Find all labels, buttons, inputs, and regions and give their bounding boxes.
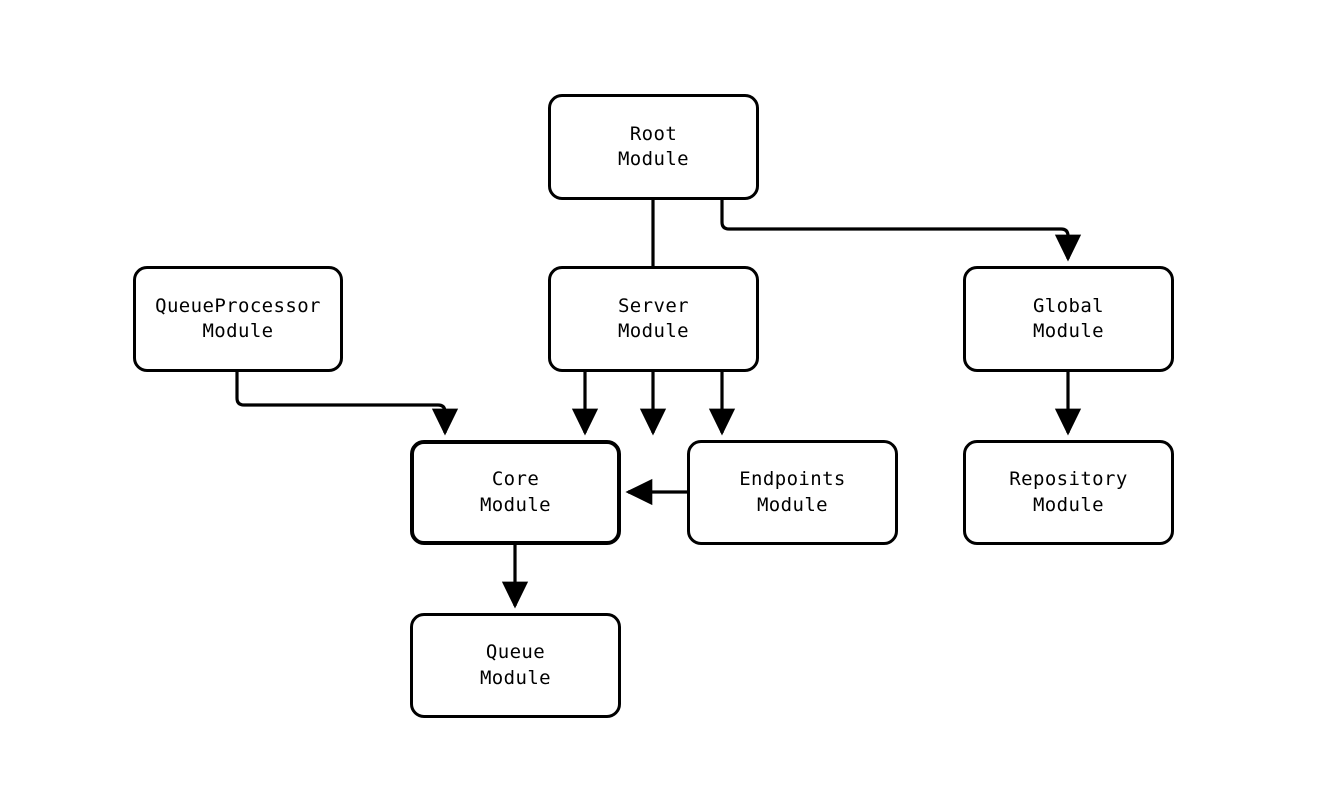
node-queueprocessor-name: QueueProcessor: [155, 294, 321, 317]
node-global-suffix: Module: [1032, 320, 1105, 342]
node-queue[interactable]: Queue Module: [410, 613, 621, 718]
node-queue-name: Queue: [485, 641, 546, 664]
edge-queueprocessor-to-core: [235, 372, 459, 436]
node-server[interactable]: Server Module: [548, 266, 759, 372]
node-core[interactable]: Core Module: [410, 440, 621, 545]
node-core-name: Core: [491, 468, 540, 491]
node-endpoints-suffix: Module: [756, 493, 829, 516]
node-repository-suffix: Module: [1032, 493, 1105, 516]
node-root[interactable]: Root Module: [548, 94, 759, 200]
node-endpoints-name: Endpoints: [739, 468, 846, 491]
node-root-suffix: Module: [617, 148, 690, 170]
edge-root-to-global: [720, 200, 1082, 262]
node-queue-suffix: Module: [479, 666, 552, 689]
node-server-name: Server: [617, 294, 690, 317]
node-global-name: Global: [1032, 294, 1105, 317]
node-queueprocessor-suffix: Module: [202, 320, 274, 342]
node-server-suffix: Module: [617, 320, 690, 342]
node-repository-name: Repository: [1009, 468, 1128, 491]
node-endpoints[interactable]: Endpoints Module: [687, 440, 898, 545]
node-root-name: Root: [629, 122, 678, 145]
node-core-suffix: Module: [479, 493, 552, 516]
node-global[interactable]: Global Module: [963, 266, 1174, 372]
node-repository[interactable]: Repository Module: [963, 440, 1174, 545]
node-queueprocessor[interactable]: QueueProcessor Module: [133, 266, 343, 372]
